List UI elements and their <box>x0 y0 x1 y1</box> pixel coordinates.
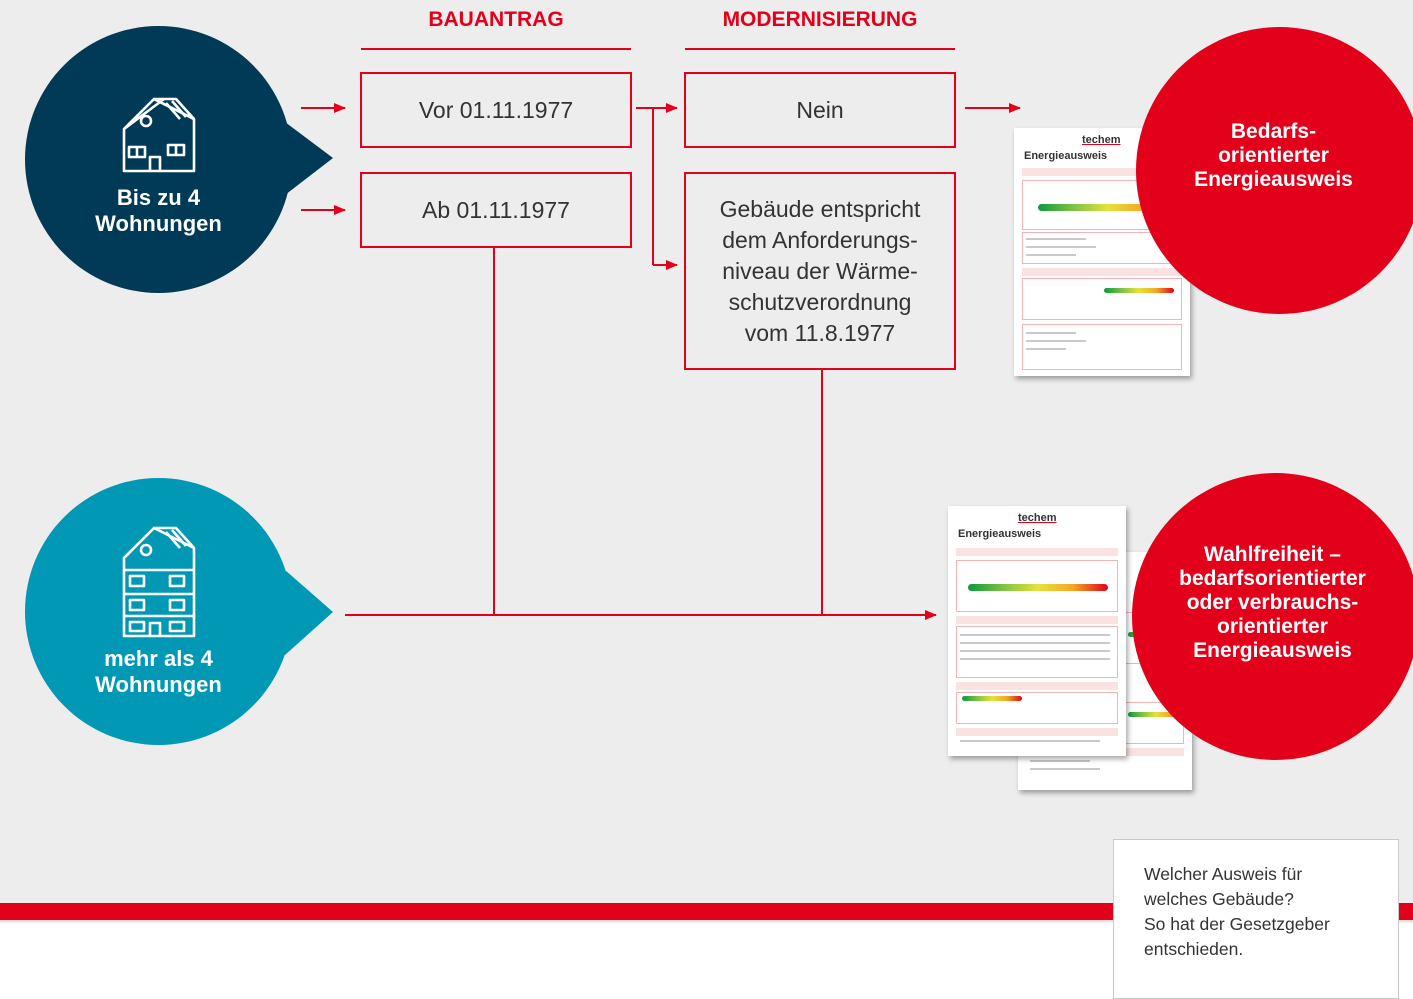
result-bedarfsorientiert: Bedarfs- orientierter Energieausweis <box>1136 27 1413 314</box>
result-bottom-label: Wahlfreiheit – bedarfsorientierter oder … <box>1179 542 1366 662</box>
footer-red-bar <box>0 903 1413 920</box>
box-vor-1977: Vor 01.11.1977 <box>360 72 632 148</box>
small-house-icon <box>122 97 195 172</box>
circle-bottom-label: mehr als 4 Wohnungen <box>95 645 222 697</box>
footer-shadow <box>0 920 1413 924</box>
box-ab-1977: Ab 01.11.1977 <box>360 172 632 248</box>
header-bauantrag-underline <box>361 48 631 50</box>
document-title: Energieausweis <box>1024 150 1108 162</box>
circle-bis-zu-4: Bis zu 4 Wohnungen <box>25 26 292 293</box>
header-bauantrag: BAUANTRAG <box>428 8 564 31</box>
circle-top-label: Bis zu 4 Wohnungen <box>95 184 222 236</box>
pointer-top <box>285 122 333 195</box>
header-modernisierung-underline <box>685 48 955 50</box>
result-top-label: Bedarfs- orientierter Energieausweis <box>1194 119 1353 191</box>
energieausweis-document-front: techem Energieausweis <box>948 506 1126 756</box>
document-brand: techem <box>1082 134 1121 146</box>
box-nein: Nein <box>684 72 956 148</box>
box-waermeschutz: Gebäude entspricht dem Anforderungs- niv… <box>684 172 956 370</box>
document-title-2: Energieausweis <box>958 528 1042 540</box>
pointer-bottom <box>285 570 333 655</box>
apartment-building-icon <box>122 526 195 637</box>
info-note: Welcher Ausweis für welches Gebäude? So … <box>1113 839 1399 999</box>
result-wahlfreiheit: Wahlfreiheit – bedarfsorientierter oder … <box>1132 473 1413 760</box>
header-modernisierung: MODERNISIERUNG <box>722 8 918 31</box>
circle-mehr-als-4: mehr als 4 Wohnungen <box>25 478 292 745</box>
document-brand-2: techem <box>1018 512 1057 524</box>
